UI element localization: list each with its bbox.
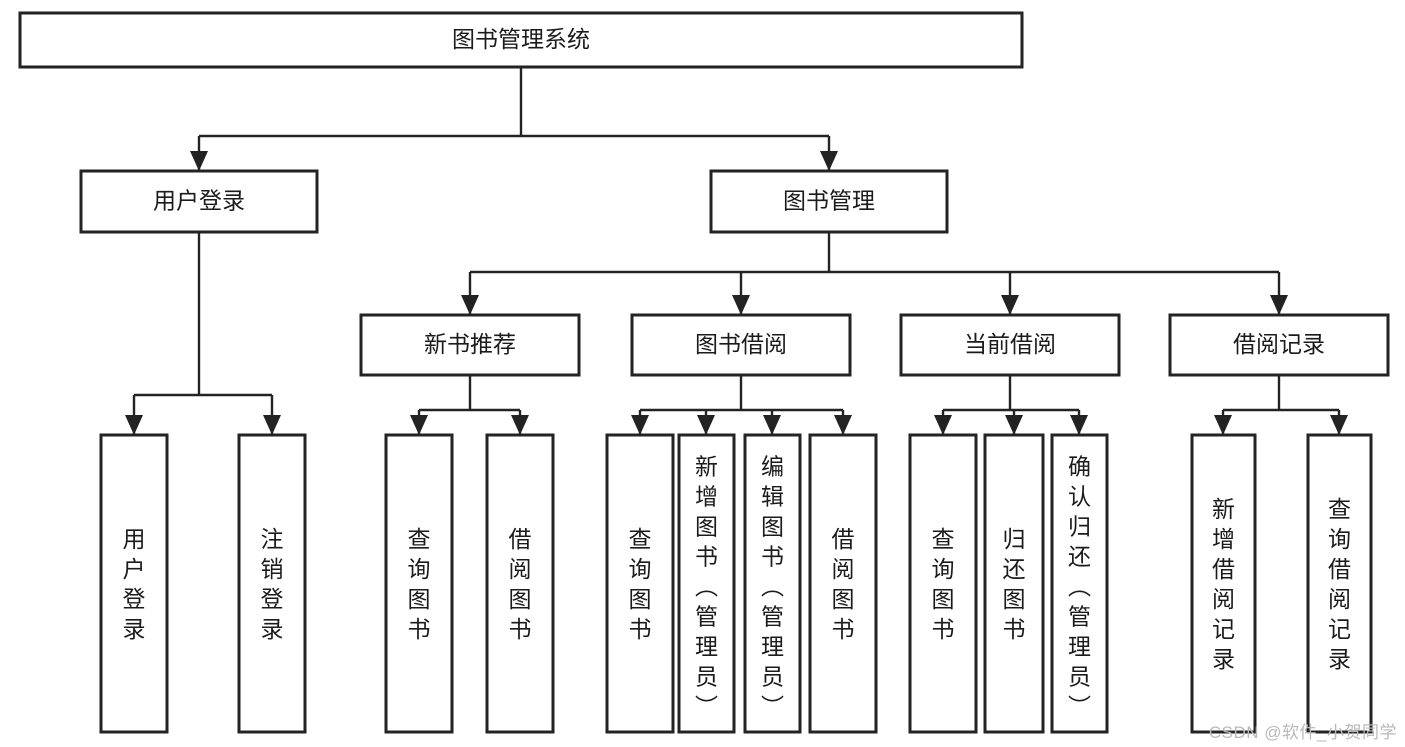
node-leaf-8[interactable]: 查询图书 xyxy=(908,433,978,734)
node-box xyxy=(677,433,736,734)
node-level3-2[interactable]: 当前借阅 xyxy=(899,313,1121,377)
connector-borrow-stem xyxy=(631,375,852,435)
node-level3-0[interactable]: 新书推荐 xyxy=(359,313,581,377)
node-label: 新书推荐 xyxy=(424,331,516,357)
node-box xyxy=(908,433,978,734)
node-box xyxy=(983,433,1045,734)
node-level3-3[interactable]: 借阅记录 xyxy=(1168,313,1390,377)
node-label: 图书借阅 xyxy=(695,331,787,357)
node-leaf-3[interactable]: 借阅图书 xyxy=(485,433,555,734)
node-label: 查询图书 xyxy=(932,526,955,642)
node-leaf-9[interactable]: 归还图书 xyxy=(983,433,1045,734)
connector-layer xyxy=(125,67,1348,435)
node-box xyxy=(384,433,454,734)
node-leaf-2[interactable]: 查询图书 xyxy=(384,433,454,734)
node-label: 归还图书 xyxy=(1003,526,1026,642)
node-label: 图书管理 xyxy=(783,188,875,214)
connector-root-stem xyxy=(190,67,838,171)
node-label: 图书管理系统 xyxy=(452,26,590,52)
node-box xyxy=(485,433,555,734)
node-box xyxy=(359,313,581,377)
node-layer: 图书管理系统用户登录图书管理新书推荐图书借阅当前借阅借阅记录用户登录注销登录查询… xyxy=(18,11,1390,734)
connector-login-stem xyxy=(125,232,281,435)
node-label: 编辑图书︵管理员︶ xyxy=(761,453,784,719)
node-label: 借阅图书 xyxy=(509,526,532,642)
node-root-book-management-system[interactable]: 图书管理系统 xyxy=(18,11,1024,69)
node-label: 确认归还︵管理员︶ xyxy=(1068,453,1091,719)
node-label: 当前借阅 xyxy=(964,331,1056,357)
node-box xyxy=(743,433,802,734)
node-box xyxy=(709,169,949,234)
node-box xyxy=(99,433,169,734)
node-box xyxy=(1190,433,1257,734)
node-level2-0[interactable]: 用户登录 xyxy=(79,169,319,234)
node-leaf-6[interactable]: 编辑图书︵管理员︶ xyxy=(743,433,802,734)
watermark-text: CSDN @软件_小贺同学 xyxy=(1208,723,1397,742)
node-leaf-12[interactable]: 查询借阅记录 xyxy=(1306,433,1373,734)
node-label: 查询图书 xyxy=(408,526,431,642)
node-box xyxy=(808,433,878,734)
node-leaf-11[interactable]: 新增借阅记录 xyxy=(1190,433,1257,734)
node-label: 借阅图书 xyxy=(832,526,855,642)
node-label: 借阅记录 xyxy=(1233,331,1325,357)
node-box xyxy=(605,433,675,734)
node-box xyxy=(79,169,319,234)
node-box xyxy=(18,11,1024,69)
node-label: 用户登录 xyxy=(123,526,146,642)
connector-record-stem xyxy=(1214,375,1348,435)
node-leaf-10[interactable]: 确认归还︵管理员︶ xyxy=(1050,433,1109,734)
node-box xyxy=(1050,433,1109,734)
node-box xyxy=(237,433,307,734)
node-box xyxy=(630,313,852,377)
node-label: 查询图书 xyxy=(629,526,652,642)
connector-current-stem xyxy=(934,375,1088,435)
node-level2-1[interactable]: 图书管理 xyxy=(709,169,949,234)
node-leaf-4[interactable]: 查询图书 xyxy=(605,433,675,734)
connector-new-books-stem xyxy=(410,375,529,435)
node-leaf-5[interactable]: 新增图书︵管理员︶ xyxy=(677,433,736,734)
node-label: 查询借阅记录 xyxy=(1328,496,1351,672)
node-leaf-0[interactable]: 用户登录 xyxy=(99,433,169,734)
node-box xyxy=(1168,313,1390,377)
node-level3-1[interactable]: 图书借阅 xyxy=(630,313,852,377)
connector-books-stem xyxy=(461,232,1288,315)
node-label: 用户登录 xyxy=(153,188,245,214)
node-leaf-7[interactable]: 借阅图书 xyxy=(808,433,878,734)
node-label: 注销登录 xyxy=(261,526,284,642)
node-box xyxy=(899,313,1121,377)
node-label: 新增图书︵管理员︶ xyxy=(695,453,718,719)
node-label: 新增借阅记录 xyxy=(1212,496,1235,672)
node-leaf-1[interactable]: 注销登录 xyxy=(237,433,307,734)
node-box xyxy=(1306,433,1373,734)
